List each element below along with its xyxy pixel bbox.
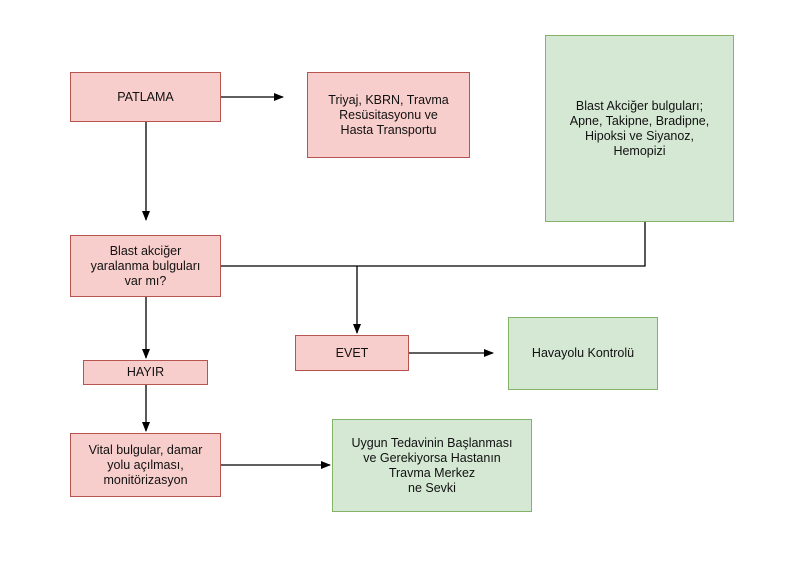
node-evet: EVET (295, 335, 409, 371)
node-blast-findings-label: Blast Akciğer bulguları; Apne, Takipne, … (569, 98, 710, 158)
node-patlama-label: PATLAMA (117, 89, 174, 104)
node-blast-question-label: Blast akciğer yaralanma bulguları var mı… (90, 243, 201, 288)
node-havayolu: Havayolu Kontrolü (508, 317, 658, 390)
node-triyaj: Triyaj, KBRN, Travma Resüsitasyonu ve Ha… (307, 72, 470, 158)
node-hayir: HAYIR (83, 360, 208, 385)
node-uygun-label: Uygun Tedavinin Başlanması ve Gerekiyors… (351, 435, 513, 495)
node-patlama: PATLAMA (70, 72, 221, 122)
node-evet-label: EVET (335, 345, 369, 360)
node-uygun: Uygun Tedavinin Başlanması ve Gerekiyors… (332, 419, 532, 512)
node-vital: Vital bulgular, damar yolu açılması, mon… (70, 433, 221, 497)
node-vital-label: Vital bulgular, damar yolu açılması, mon… (88, 442, 203, 487)
edge-findings-junction (221, 222, 646, 267)
node-blast-question: Blast akciğer yaralanma bulguları var mı… (70, 235, 221, 297)
node-havayolu-label: Havayolu Kontrolü (531, 346, 635, 360)
node-hayir-label: HAYIR (126, 365, 165, 379)
node-blast-findings: Blast Akciğer bulguları; Apne, Takipne, … (545, 35, 734, 222)
node-triyaj-label: Triyaj, KBRN, Travma Resüsitasyonu ve Ha… (328, 92, 449, 137)
